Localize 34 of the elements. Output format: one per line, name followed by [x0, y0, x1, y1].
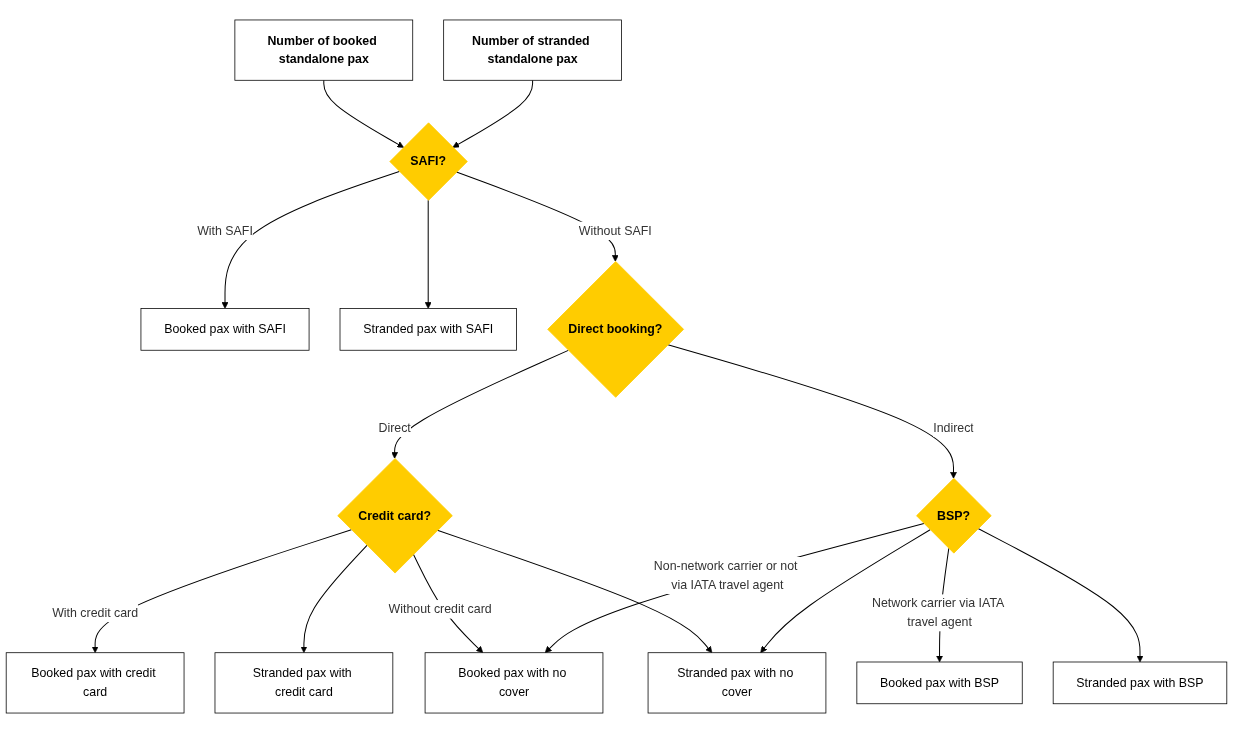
node-box: Stranded pax with BSP — [1052, 661, 1228, 705]
edge-label: With credit card — [52, 605, 139, 620]
node-diamond: SAFI? — [389, 122, 468, 201]
node-box: Booked pax with BSP — [856, 661, 1023, 705]
node-diamond: BSP? — [916, 478, 992, 554]
edge-label: Without credit card — [388, 602, 492, 616]
node-box: Booked pax with no cover — [424, 652, 604, 714]
node-box: Stranded pax with credit card — [214, 652, 394, 714]
edge-label: With SAFI — [197, 223, 253, 238]
edge-label: Direct — [378, 420, 411, 435]
node-diamond: Direct booking? — [547, 261, 685, 398]
arrow — [977, 528, 1144, 663]
arrow — [323, 79, 404, 148]
node-diamond: Credit card? — [337, 458, 453, 574]
arrow — [91, 529, 352, 654]
arrow — [760, 529, 931, 654]
arrow — [667, 344, 957, 479]
node-box: Stranded pax with no cover — [647, 652, 827, 714]
arrow — [436, 529, 713, 654]
node-box: Booked pax with credit card — [5, 652, 185, 714]
arrow — [221, 170, 400, 309]
node-box: Stranded pax with SAFI — [339, 308, 517, 351]
edge-label: Indirect — [933, 420, 974, 435]
arrow — [300, 544, 368, 654]
edge-label: Network carrier via IATA travel agent — [872, 596, 1004, 629]
edge-label: Non-network carrier or not via IATA travel agent — [653, 559, 798, 592]
arrow — [544, 523, 925, 654]
node-box: Number of booked standalone pax — [234, 19, 414, 81]
node-box: Booked pax with SAFI — [140, 308, 310, 351]
arrow — [391, 349, 569, 459]
node-box: Number of stranded standalone pax — [443, 19, 622, 81]
edge-label: Without SAFI — [578, 223, 652, 238]
arrow — [424, 199, 432, 309]
arrow — [452, 79, 534, 148]
